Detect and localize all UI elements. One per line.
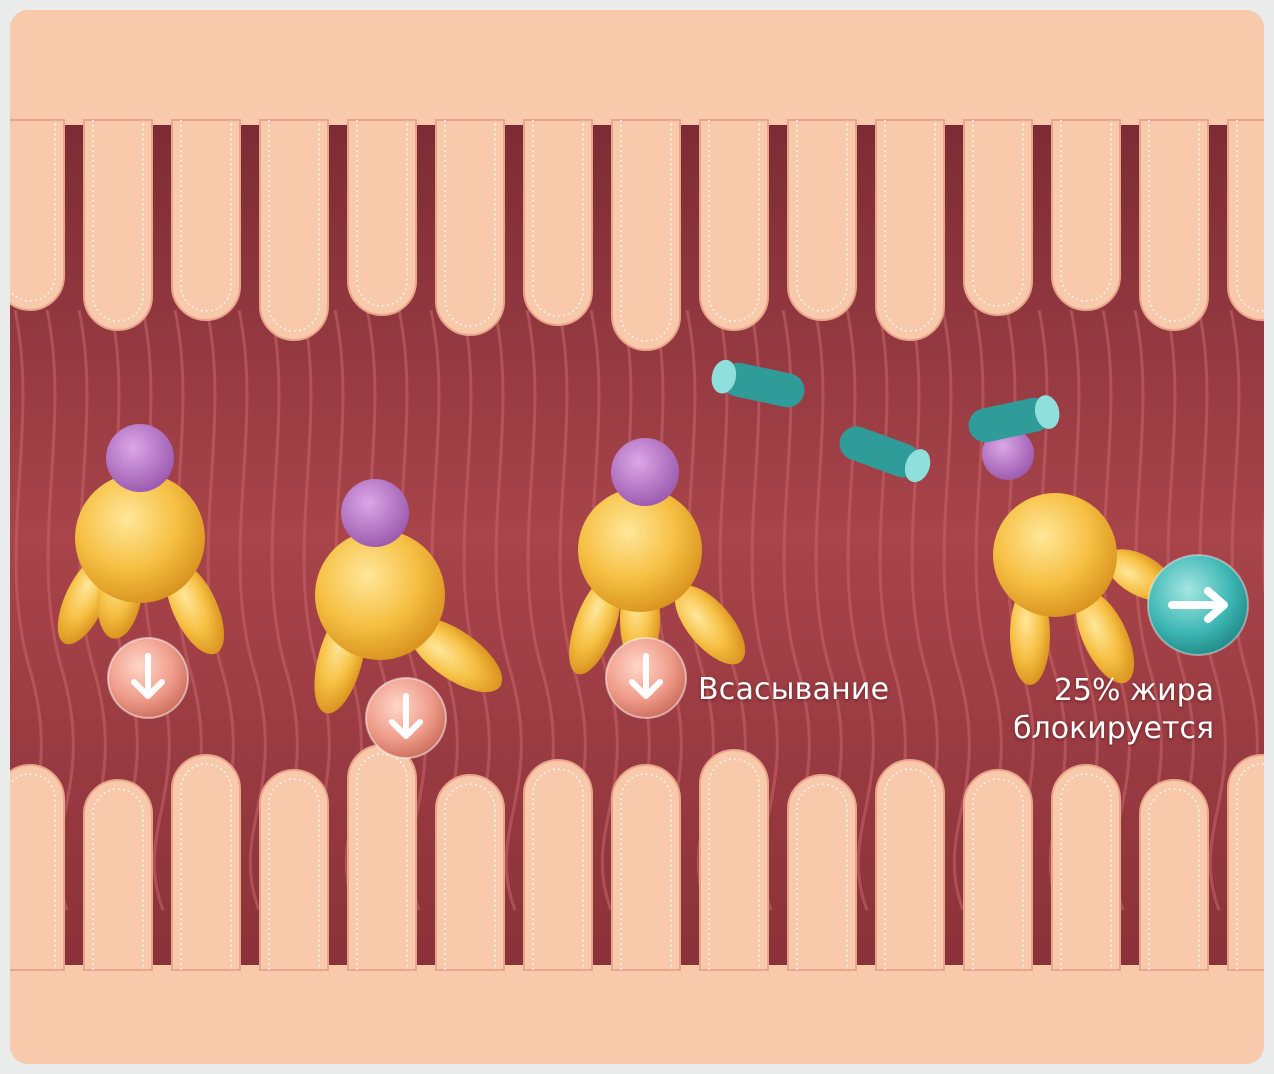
fat-blocked-line2: блокируется (1013, 710, 1214, 748)
diagram-frame: Всасывание 25% жира блокируется (10, 10, 1264, 1064)
lipase-enzyme (106, 424, 174, 492)
absorption-label: Всасывание (698, 672, 889, 707)
arrow-down-icon (108, 638, 188, 718)
arrow-down-icon (366, 678, 446, 758)
fat-blocked-line1: 25% жира (1013, 672, 1214, 710)
intestine-diagram (10, 10, 1264, 1064)
villi-bottom (10, 745, 1264, 1064)
fat-blocked-label: 25% жира блокируется (1013, 672, 1214, 748)
arrow-right-icon (1148, 555, 1248, 655)
arrow-down-icon (606, 638, 686, 718)
lipase-enzyme (341, 479, 409, 547)
villi-top (10, 10, 1264, 350)
lipase-enzyme (611, 438, 679, 506)
